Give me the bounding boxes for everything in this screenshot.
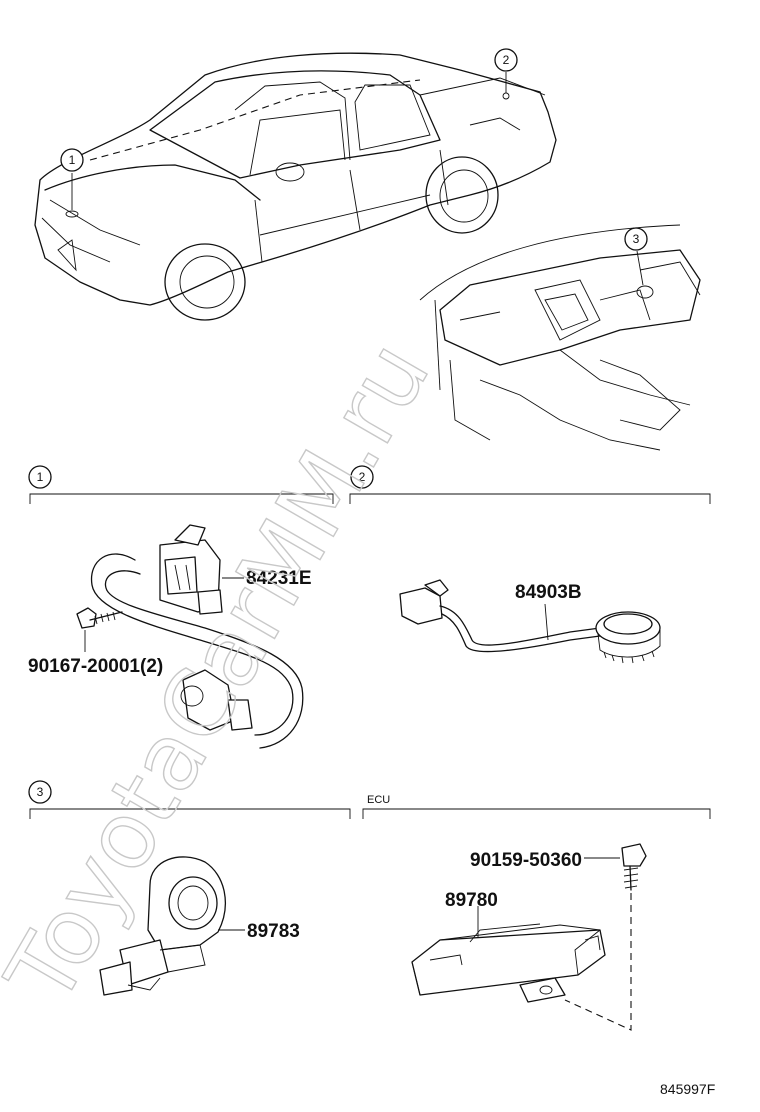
callout-3: 3: [624, 227, 648, 286]
bolt-90159-50360: 90159-50360: [470, 843, 647, 1031]
bolt-90167-20001: 90167-20001(2): [28, 607, 163, 677]
callout-2-label: 2: [503, 53, 510, 67]
section-ecu-header: ECU: [362, 794, 711, 819]
callout-1: 1: [60, 148, 84, 210]
sensor-89783: 89783: [99, 856, 300, 996]
part-label-89780: 89780: [445, 890, 498, 911]
section-2-header: 2: [349, 465, 711, 504]
sensor-84903B: 84903B: [399, 579, 661, 664]
callout-2: 2: [494, 48, 518, 93]
section-ecu-title: ECU: [367, 794, 390, 806]
sensor-harness-84231E: 84231E: [90, 524, 312, 749]
ecu-89780: 89780: [411, 890, 606, 1003]
section-2-number: 2: [359, 470, 366, 484]
part-label-90159-50360: 90159-50360: [470, 850, 582, 871]
section-1-number: 1: [37, 470, 44, 484]
part-label-89783: 89783: [247, 921, 300, 942]
section-1-header: 1: [28, 465, 334, 504]
figure-id: 845997F: [660, 1081, 715, 1097]
callout-1-label: 1: [69, 153, 76, 167]
part-label-90167-20001: 90167-20001(2): [28, 656, 163, 677]
section-3-header: 3: [28, 780, 351, 819]
part-label-84903B: 84903B: [515, 582, 582, 603]
callout-3-label: 3: [633, 232, 640, 246]
section-3-number: 3: [37, 785, 44, 799]
interior-illustration: [419, 224, 701, 451]
part-label-84231E: 84231E: [246, 568, 312, 589]
car-illustration: [34, 52, 557, 321]
